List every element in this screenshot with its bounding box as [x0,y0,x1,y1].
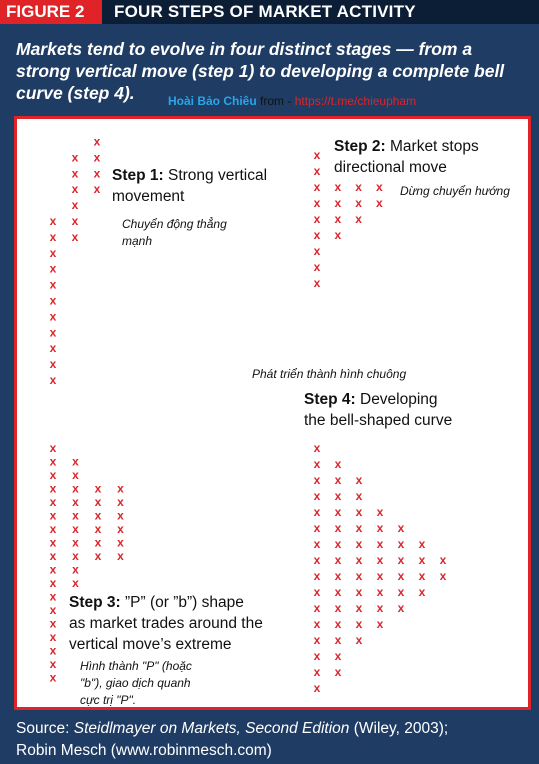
step4-translation-line1: Phát triển thành hình chuông [252,367,407,381]
step4-number: Step 4: [304,391,356,408]
step2-line1: Market stops [385,138,479,155]
watermark: Hoài Bảo Chiêu from - https://t.me/chieu… [168,94,416,108]
source-footer: Source: Steidlmayer on Markets, Second E… [16,718,448,762]
step3-translation-line3: cực trị "P". [80,693,137,707]
watermark-name: Hoài Bảo Chiêu [168,94,257,108]
figure-label: FIGURE 2 [0,0,102,24]
figure-title: FOUR STEPS OF MARKET ACTIVITY [114,2,416,21]
step1-number: Step 1: [112,167,164,184]
diagram-panel [14,116,531,710]
step2-translation: Dừng chuyển hướng [400,183,510,200]
step2-caption: Step 2: Market stops directional move [334,136,479,178]
watermark-url[interactable]: https://t.me/chieupham [294,94,417,108]
footer-line2: Robin Mesch (www.robinmesch.com) [16,742,272,759]
step3-line3: vertical move’s extreme [69,636,232,653]
watermark-separator: - [284,94,295,108]
step1-translation-line2: mạnh [122,234,153,248]
step4-caption: Step 4: Developing the bell-shaped curve [304,389,452,431]
watermark-from: from [260,94,285,108]
step4-line2: the bell-shaped curve [304,412,453,429]
step2-number: Step 2: [334,138,386,155]
step3-line2: as market trades around the [69,615,263,632]
step3-number: Step 3: [69,594,121,611]
step1-line1: Strong vertical [163,167,268,184]
footer-book: Steidlmayer on Markets, Second Edition [73,720,350,737]
step4-translation: Phát triển thành hình chuông [252,366,406,383]
figure-header: FIGURE 2 FOUR STEPS OF MARKET ACTIVITY [0,0,539,24]
step1-line2: movement [112,188,185,205]
step1-caption: Step 1: Strong vertical movement [112,165,267,207]
step3-line1: ”P” (or ”b”) shape [120,594,244,611]
footer-prefix: Source: [16,720,74,737]
step2-translation-line1: Dừng chuyển hướng [400,184,510,198]
step4-line1: Developing [355,391,438,408]
step3-translation-line2: "b"), giao dịch quanh [80,676,191,690]
footer-rest: (Wiley, 2003); [349,720,449,737]
step2-line2: directional move [334,159,447,176]
step3-caption: Step 3: ”P” (or ”b”) shape as market tra… [69,592,263,655]
step3-translation: Hình thành "P" (hoặc "b"), giao dịch qua… [80,658,192,709]
intro-text: Markets tend to evolve in four distinct … [16,39,505,103]
step1-translation: Chuyển động thẳng mạnh [122,216,227,250]
step1-translation-line1: Chuyển động thẳng [122,217,227,231]
step3-translation-line1: Hình thành "P" (hoặc [80,659,192,673]
